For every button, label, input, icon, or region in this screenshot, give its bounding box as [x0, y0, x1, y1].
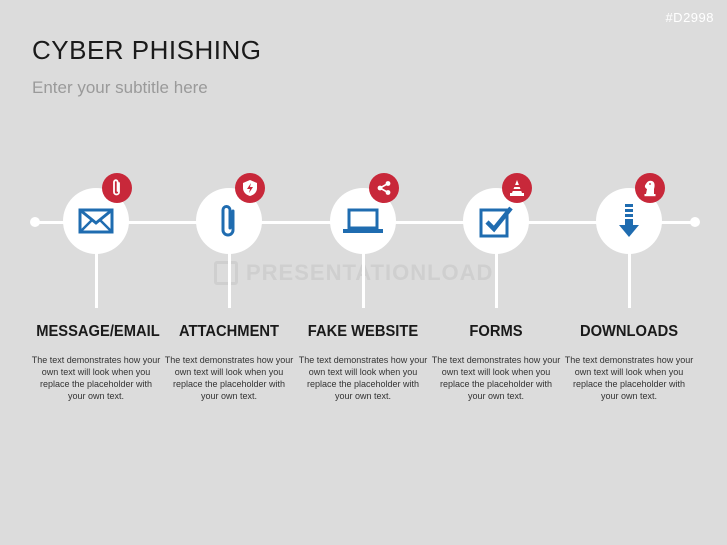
shield-lightning-icon	[243, 180, 257, 196]
step-label[interactable]: FORMS	[469, 323, 523, 340]
step-stem	[95, 250, 98, 308]
slide-title[interactable]: CYBER PHISHING	[32, 35, 262, 65]
step-stem	[228, 250, 231, 308]
download-icon	[619, 204, 639, 237]
step-badge	[635, 173, 665, 203]
step-label[interactable]: DOWNLOADS	[579, 323, 679, 340]
paperclip-icon	[221, 205, 235, 237]
step-badge	[235, 173, 265, 203]
step-forms: FORMS The text demonstrates how your own…	[431, 0, 561, 545]
paperclip-icon	[113, 179, 120, 196]
step-stem	[495, 250, 498, 308]
timeline-end-dot	[690, 217, 700, 227]
step-fake-website: FAKE WEBSITE The text demonstrates how y…	[298, 0, 428, 545]
chess-knight-icon	[644, 180, 656, 197]
checkbox-icon	[479, 206, 513, 238]
watermark-logo-icon	[214, 261, 238, 285]
laptop-icon	[343, 208, 383, 233]
step-label[interactable]: FAKE WEBSITE	[307, 323, 419, 340]
step-label[interactable]: ATTACHMENT	[178, 323, 280, 340]
step-description[interactable]: The text demonstrates how your own text …	[298, 355, 428, 401]
envelope-icon	[78, 208, 114, 234]
step-description[interactable]: The text demonstrates how your own text …	[431, 355, 561, 401]
step-badge	[369, 173, 399, 203]
share-icon	[377, 181, 391, 195]
step-description[interactable]: The text demonstrates how your own text …	[31, 355, 161, 401]
step-downloads: DOWNLOADS The text demonstrates how your…	[564, 0, 694, 545]
slide-code: #D2998	[665, 10, 714, 25]
watermark-text: PRESENTATIONLOAD	[246, 260, 494, 285]
step-badge	[102, 173, 132, 203]
step-stem	[628, 250, 631, 308]
traffic-cone-icon	[510, 180, 524, 196]
timeline-start-dot	[30, 217, 40, 227]
step-description[interactable]: The text demonstrates how your own text …	[164, 355, 294, 401]
watermark: PRESENTATIONLOAD	[214, 260, 493, 286]
step-attachment: ATTACHMENT The text demonstrates how you…	[164, 0, 294, 545]
step-circle[interactable]	[596, 188, 662, 254]
slide-subtitle[interactable]: Enter your subtitle here	[32, 78, 208, 97]
step-label[interactable]: MESSAGE/EMAIL	[36, 323, 160, 340]
step-message-email: MESSAGE/EMAIL The text demonstrates how …	[31, 0, 161, 545]
step-badge	[502, 173, 532, 203]
step-description[interactable]: The text demonstrates how your own text …	[564, 355, 694, 401]
step-stem	[362, 250, 365, 308]
